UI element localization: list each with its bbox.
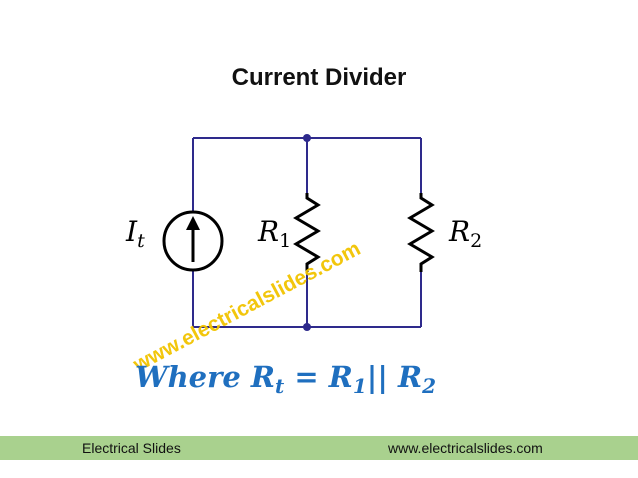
resistor-r2-icon [407,193,435,272]
formula-parallel: || R [366,360,423,394]
current-source [162,210,224,272]
formula: Where Rt = R1|| R2 [135,360,436,398]
r1-label: R1 [257,215,291,252]
resistor-r1-icon [293,193,321,272]
footer-brand: Electrical Slides [82,440,181,456]
footer-bar: Electrical Slides www.electricalslides.c… [0,436,638,460]
footer-website: www.electricalslides.com [388,440,543,456]
formula-equals: = R [284,360,353,394]
formula-r1-sub: 1 [352,374,367,398]
current-arrow-head [186,216,200,230]
formula-r2-sub: 2 [422,374,437,398]
watermark: www.electricalslides.com [129,237,365,377]
junction-node-top [303,134,311,142]
formula-rt-sub: t [275,374,285,398]
slide-title: Current Divider [231,64,407,91]
source-label: It [125,215,145,252]
r2-label: R2 [448,215,482,252]
junction-node-bottom [303,323,311,331]
circuit-wires [192,137,422,328]
formula-prefix: Where R [135,360,276,394]
